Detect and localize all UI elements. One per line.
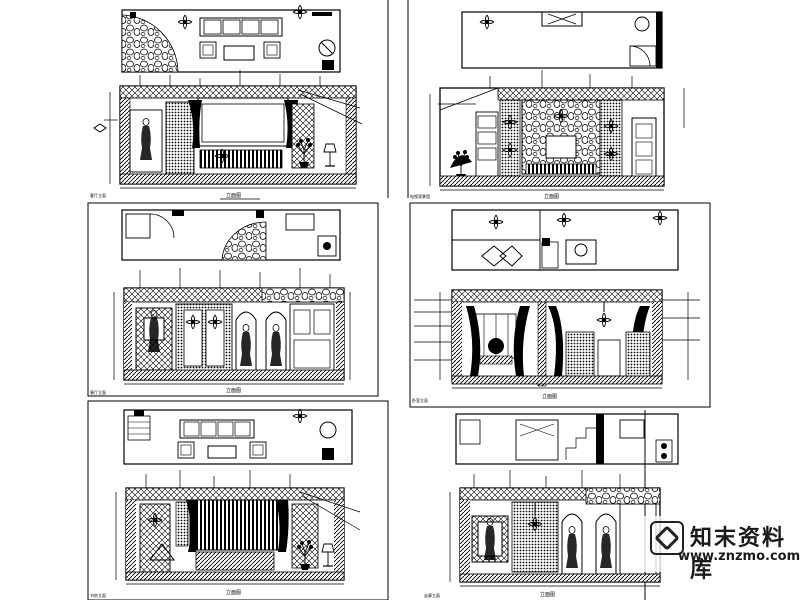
elevation-dining: 立面图 餐厅立面 (90, 268, 351, 395)
diamond-logo-icon (650, 521, 684, 555)
elevation-study: 立面图 书房立面 (90, 470, 361, 598)
watermark-brand: 知末资料库 (690, 526, 787, 583)
caption-1: 客厅立面 (90, 192, 106, 198)
elevation-bedroom: 立面图 卧室立面 (412, 289, 700, 403)
watermark-url: www.znzmo.com (678, 549, 800, 564)
caption-2: 电视背景墙 (410, 193, 430, 199)
title-block-5: 立面图 (226, 589, 241, 596)
elevation-tv-wall: 立面图 电视背景墙 (410, 70, 685, 200)
plan-living-room (121, 4, 341, 73)
plan-corridor (455, 413, 679, 465)
caption-4: 卧室立面 (412, 397, 428, 403)
elevation-living-room: 立面图 客厅立面 (90, 70, 363, 200)
plan-bedroom (451, 209, 679, 271)
sheet-frames (87, 0, 711, 600)
panel-living-room: 立面图 客厅立面 (90, 4, 363, 200)
title-block-2: 立面图 (544, 193, 559, 200)
plan-tv-wall (461, 11, 663, 69)
panel-corridor: 立面图 走廊立面 (424, 413, 679, 598)
panel-bedroom: 立面图 卧室立面 (412, 209, 700, 403)
title-block-3: 立面图 (226, 387, 241, 394)
panel-tv-wall: 立面图 电视背景墙 (410, 11, 685, 200)
panel-study: 立面图 书房立面 (90, 408, 361, 598)
title-block-6: 立面图 (540, 591, 555, 598)
caption-3: 餐厅立面 (90, 389, 106, 395)
title-block-4: 立面图 (542, 393, 557, 400)
panel-dining: 立面图 餐厅立面 (90, 209, 351, 395)
elevation-corridor: 立面图 走廊立面 (424, 470, 661, 598)
caption-6: 走廊立面 (424, 592, 440, 598)
plan-dining (121, 209, 341, 261)
caption-5: 书房立面 (90, 592, 106, 598)
title-block-1: 立面图 (226, 192, 241, 199)
plan-study (123, 408, 353, 465)
